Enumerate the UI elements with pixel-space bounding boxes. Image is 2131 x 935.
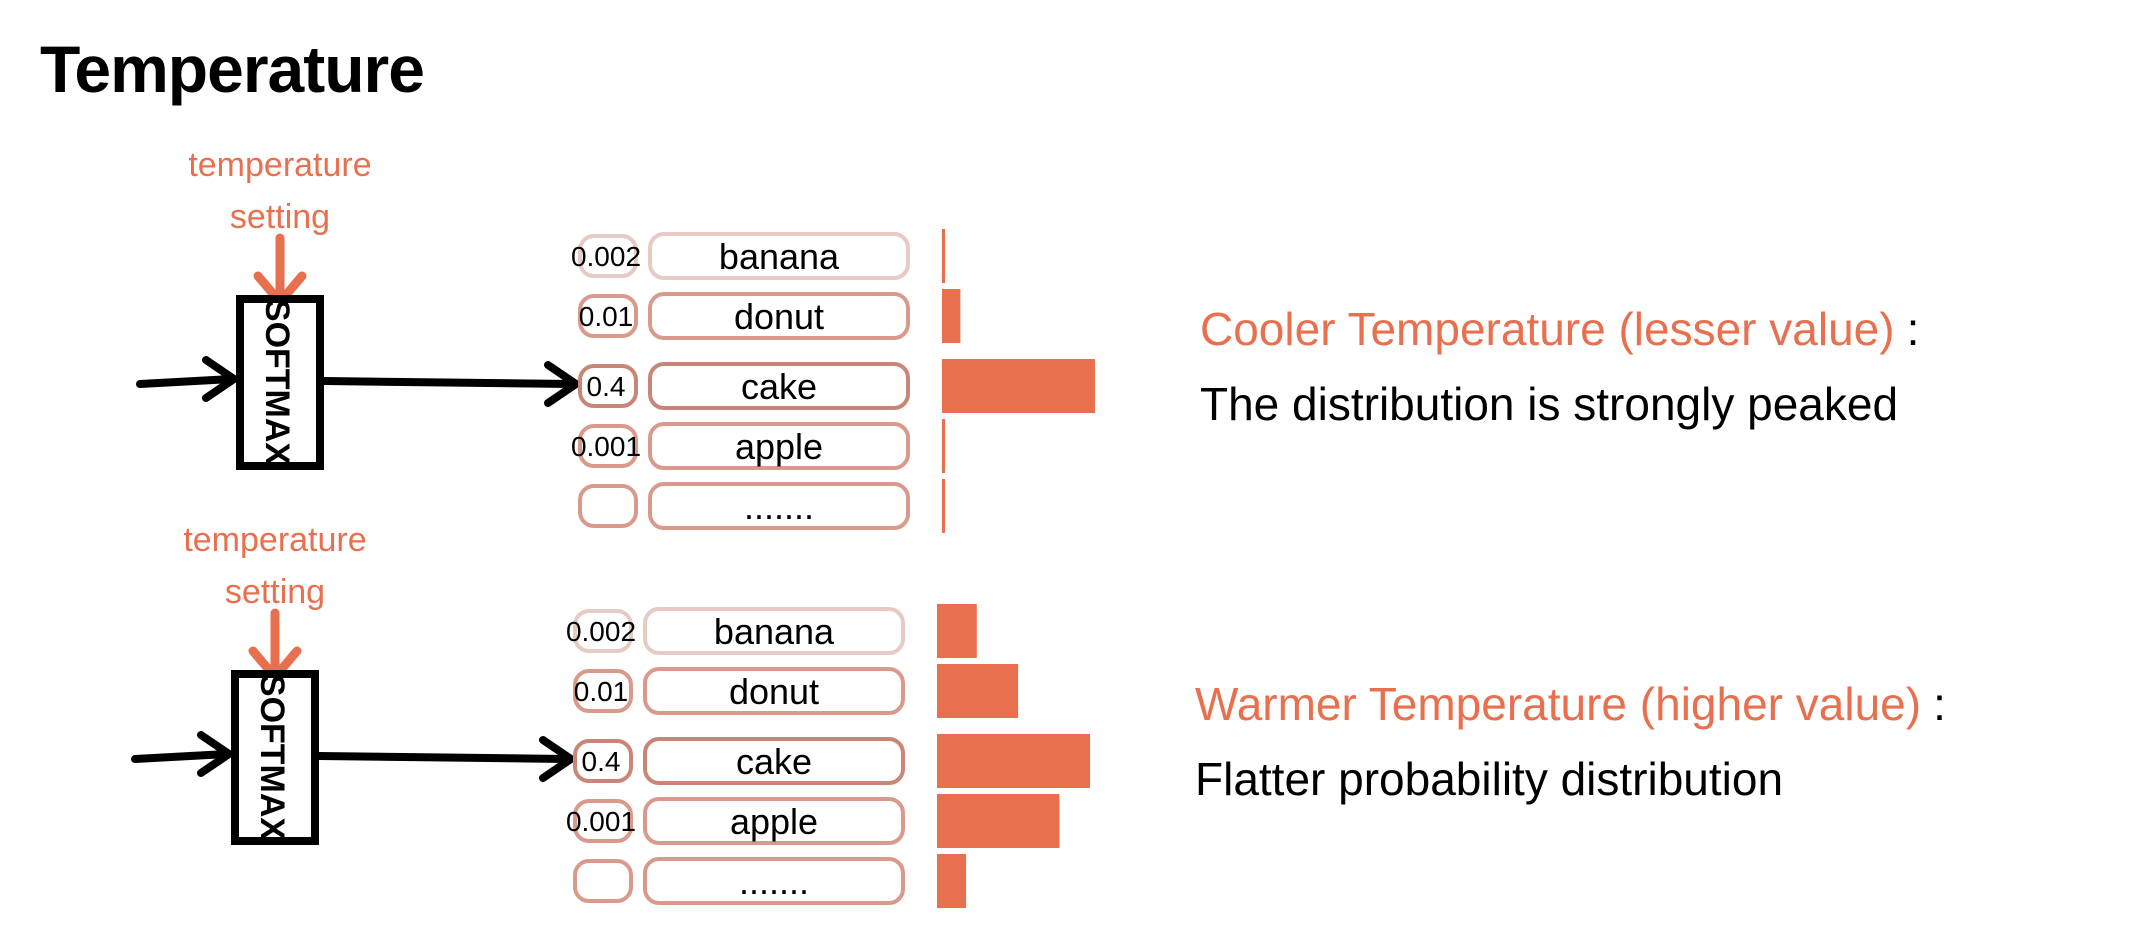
probability-value: 0.002	[571, 241, 641, 272]
probability-bar	[937, 794, 1060, 848]
probability-value: 0.001	[566, 806, 636, 837]
token-box	[648, 362, 910, 410]
token-box	[648, 232, 910, 280]
token-row: .......	[578, 479, 945, 533]
token-row: 0.002 banana	[571, 229, 946, 283]
token-label: banana	[719, 236, 840, 277]
token-label: donut	[729, 671, 819, 712]
probability-box	[578, 424, 638, 468]
token-label: .......	[744, 486, 814, 527]
page-title: Temperature	[40, 32, 424, 106]
probability-bar	[937, 604, 977, 658]
probability-bar	[942, 289, 961, 343]
probability-box	[578, 484, 638, 528]
temperature-heading: Warmer Temperature (higher value)	[1195, 678, 1921, 730]
token-row: 0.001 apple	[571, 419, 946, 473]
token-box	[643, 857, 905, 905]
probability-bar	[942, 229, 946, 283]
heading-colon: :	[1907, 303, 1920, 355]
softmax-box: SOFTMAX	[231, 670, 319, 845]
probability-value: 0.002	[566, 616, 636, 647]
probability-box	[578, 294, 638, 338]
token-label: .......	[739, 861, 809, 902]
temperature-setting-label: temperature	[188, 146, 371, 184]
token-label: banana	[714, 611, 835, 652]
token-row: .......	[573, 854, 967, 908]
token-box	[643, 607, 905, 655]
output-arrow-icon	[320, 361, 580, 407]
output-arrow-icon	[315, 736, 575, 782]
probability-bar	[937, 664, 1019, 718]
probability-box	[578, 364, 638, 408]
probability-bar	[937, 854, 967, 908]
temperature-description: The distribution is strongly peaked	[1200, 378, 1898, 430]
token-box	[648, 422, 910, 470]
token-box	[648, 292, 910, 340]
token-row: 0.001 apple	[566, 794, 1060, 848]
down-arrow-icon	[253, 233, 307, 307]
probability-box	[573, 799, 633, 843]
probability-value: 0.4	[587, 371, 626, 402]
token-label: apple	[730, 801, 818, 842]
token-label: cake	[741, 366, 817, 407]
softmax-label: SOFTMAX	[258, 299, 296, 466]
probability-box	[573, 609, 633, 653]
token-row: 0.4 cake	[573, 734, 1090, 788]
probability-bar	[942, 359, 1095, 413]
token-row: 0.01 donut	[573, 664, 1019, 718]
probability-value: 0.4	[582, 746, 621, 777]
temperature-setting-label: setting	[225, 573, 325, 611]
heading-colon: :	[1933, 678, 1946, 730]
input-arrow-icon	[131, 731, 233, 777]
token-row: 0.002 banana	[566, 604, 977, 658]
down-arrow-icon	[248, 608, 302, 682]
token-row: 0.01 donut	[578, 289, 961, 343]
temperature-description: Flatter probability distribution	[1195, 753, 1783, 805]
temperature-setting-label: temperature	[183, 521, 366, 559]
probability-value: 0.01	[574, 676, 629, 707]
token-box	[643, 737, 905, 785]
probability-value: 0.01	[579, 301, 634, 332]
token-label: cake	[736, 741, 812, 782]
probability-bar	[942, 419, 946, 473]
softmax-box: SOFTMAX	[236, 295, 324, 470]
temperature-setting-label: setting	[230, 198, 330, 236]
softmax-label: SOFTMAX	[253, 674, 291, 841]
token-row: 0.4 cake	[578, 359, 1095, 413]
probability-value: 0.001	[571, 431, 641, 462]
token-box	[643, 667, 905, 715]
token-label: apple	[735, 426, 823, 467]
probability-bar	[937, 734, 1090, 788]
input-arrow-icon	[136, 356, 238, 402]
probability-bar	[942, 479, 945, 533]
probability-box	[573, 739, 633, 783]
temperature-heading: Cooler Temperature (lesser value)	[1200, 303, 1895, 355]
token-label: donut	[734, 296, 824, 337]
token-box	[648, 482, 910, 530]
probability-box	[573, 859, 633, 903]
token-box	[643, 797, 905, 845]
probability-box	[573, 669, 633, 713]
probability-box	[578, 234, 638, 278]
